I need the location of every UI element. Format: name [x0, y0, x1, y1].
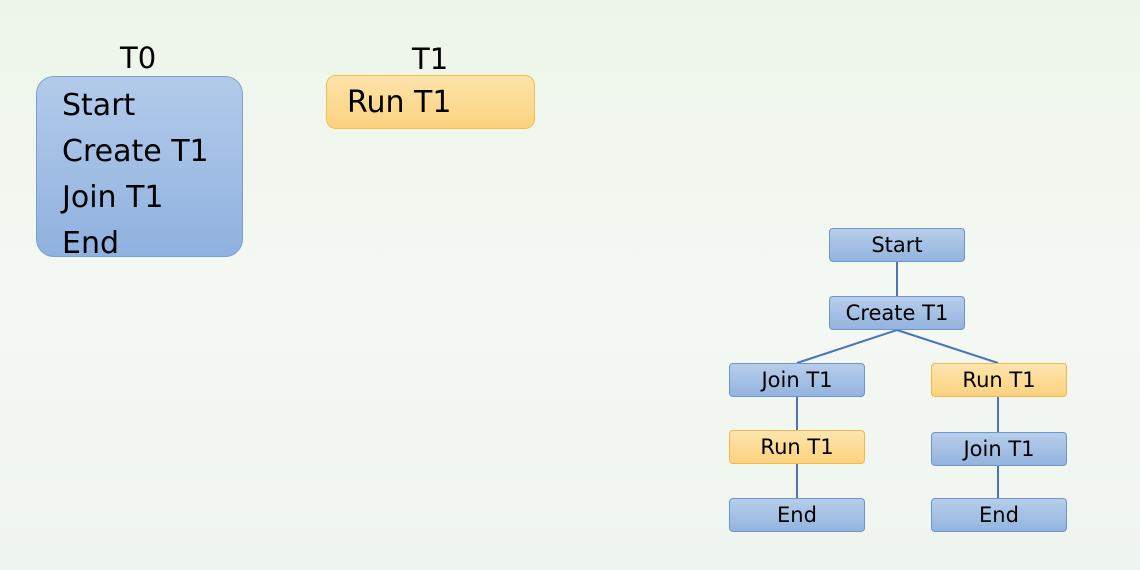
t0-step-end: End	[62, 226, 120, 261]
tree-left-node-end: End	[729, 498, 865, 532]
tree-node-start: Start	[829, 228, 965, 262]
t1-step-run: Run T1	[347, 85, 452, 120]
tree-right-node-end: End	[931, 498, 1067, 532]
t0-step-create: Create T1	[62, 134, 209, 169]
t0-step-join: Join T1	[62, 180, 164, 215]
thread-t0-label: T0	[120, 41, 157, 75]
edge-create-left	[796, 329, 898, 364]
tree-right-node-run: Run T1	[931, 363, 1067, 397]
tree-node-create-t1: Create T1	[829, 296, 965, 330]
tree-right-node-join: Join T1	[931, 432, 1067, 466]
tree-left-node-join: Join T1	[729, 363, 865, 397]
thread-t0-box: Start Create T1 Join T1 End	[36, 76, 243, 261]
t0-step-start: Start	[62, 88, 136, 123]
thread-t1-box: Run T1	[326, 75, 535, 129]
thread-t1-label: T1	[412, 42, 449, 76]
tree-left-node-run: Run T1	[729, 430, 865, 464]
edge-create-right	[896, 329, 999, 364]
